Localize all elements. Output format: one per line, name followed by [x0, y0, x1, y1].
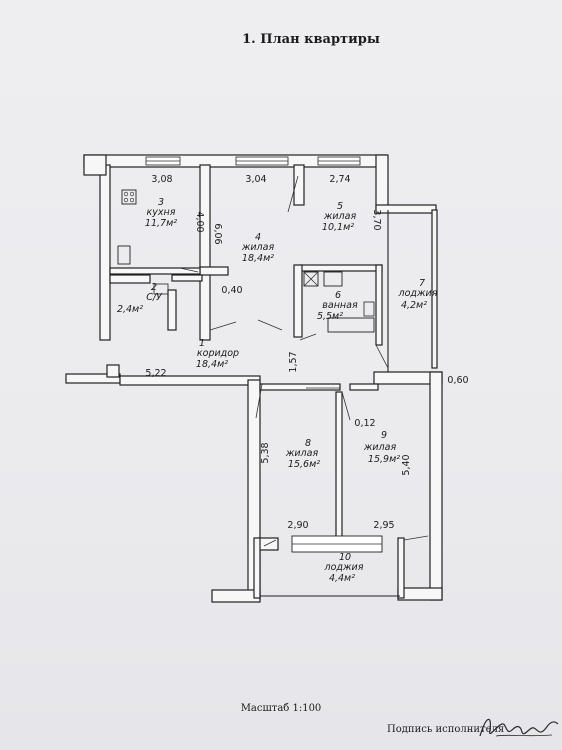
room-number: 10 — [339, 552, 351, 563]
room-number: 8 — [305, 438, 311, 449]
dimension: 2,74 — [329, 174, 350, 185]
room-name: кухня — [147, 207, 176, 218]
room-number: 9 — [381, 430, 387, 441]
dimension: 2,90 — [287, 520, 308, 531]
dimension: 5,40 — [401, 454, 412, 475]
room-number: 7 — [419, 278, 425, 289]
page-title: 1. План квартиры — [242, 32, 380, 47]
room-name: С/У — [146, 292, 163, 303]
room-number: 6 — [335, 290, 341, 301]
scale-label: Масштаб 1:100 — [240, 703, 322, 714]
dimension: 2,95 — [373, 520, 394, 531]
room-name: жилая — [285, 448, 319, 459]
room-labels: 3 кухня 11,7м² 2 С/У 2,4м² 4 жилая 18,4м… — [117, 197, 438, 584]
dimension: 3,08 — [151, 174, 172, 185]
room-name: жилая — [241, 242, 275, 253]
dimension: 3,70 — [371, 209, 382, 230]
dimension: 5,38 — [260, 442, 271, 463]
handwritten-signature — [479, 718, 559, 737]
room-area: 11,7м² — [145, 218, 177, 229]
room-number: 3 — [158, 197, 164, 208]
dimension: 4,00 — [194, 211, 205, 232]
room-area: 4,4м² — [329, 573, 355, 584]
room-name: жилая — [363, 442, 397, 453]
walls — [65, 154, 443, 603]
room-area: 15,6м² — [288, 459, 320, 470]
doors — [179, 175, 429, 547]
dimension: 0,40 — [221, 285, 242, 296]
room-area: 15,9м² — [368, 454, 400, 465]
room-area: 4,2м² — [401, 300, 427, 311]
dimension: 0,60 — [447, 375, 468, 386]
room-area: 5,5м² — [317, 311, 343, 322]
room-area: 10,1м² — [322, 222, 354, 233]
dimension-labels: 3,08 3,04 2,74 4,00 6,06 3,70 0,40 1,57 … — [145, 174, 468, 531]
fixtures — [117, 189, 375, 333]
room-area: 2,4м² — [117, 304, 143, 315]
signature-label: Подпись исполнителя — [387, 724, 505, 735]
loggia-outlines — [260, 210, 400, 597]
room-name: жилая — [323, 211, 357, 222]
room-area: 18,4м² — [196, 359, 228, 370]
dimension: 6,06 — [212, 223, 223, 244]
room-name: лоджия — [398, 288, 438, 299]
room-number: 1 — [199, 338, 205, 349]
dimension: 3,04 — [245, 174, 266, 185]
room-name: коридор — [197, 348, 239, 359]
dimension: 5,22 — [145, 368, 166, 379]
room-name: лоджия — [324, 562, 364, 573]
dimension: 0,12 — [354, 418, 375, 429]
windows — [145, 156, 383, 553]
room-name: ванная — [322, 300, 358, 311]
dimension: 1,57 — [288, 351, 299, 372]
room-number: 5 — [337, 201, 343, 212]
room-number: 4 — [255, 232, 261, 243]
room-number: 2 — [151, 282, 157, 293]
room-area: 18,4м² — [242, 253, 274, 264]
